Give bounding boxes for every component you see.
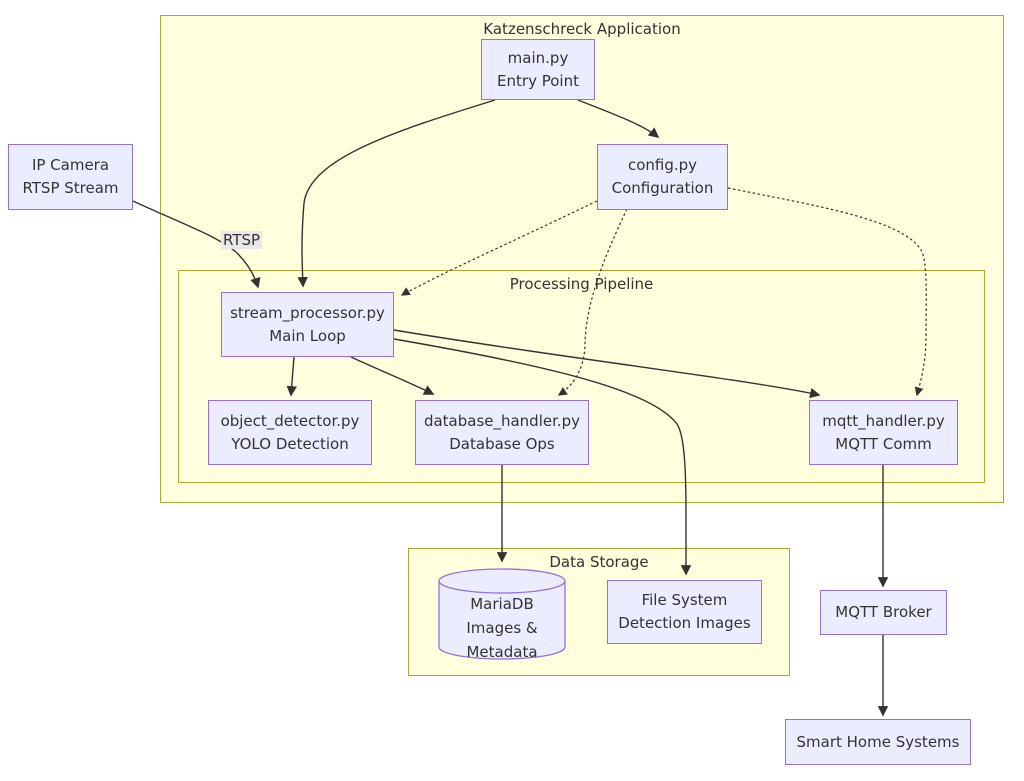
node-ip-camera-line1: IP Camera: [31, 156, 110, 174]
edge-stream-to-mqtthandler: [393, 329, 821, 399]
node-mqtt-handler-line2: MQTT Comm: [835, 434, 932, 453]
node-mqtt-broker-line1: MQTT Broker: [835, 603, 932, 621]
node-mariadb-label: MariaDB Images & Metadata: [438, 592, 566, 664]
edge-label-rtsp: RTSP: [221, 231, 263, 249]
edge-stream-to-filesystem: [393, 338, 692, 576]
node-mariadb: MariaDB Images & Metadata: [438, 568, 566, 661]
node-config: config.py Configuration: [597, 144, 728, 210]
edge-config-to-databasehandler-dotted: [557, 208, 628, 396]
edge-main-to-config: [577, 99, 660, 138]
node-config-line1: config.py: [627, 156, 698, 174]
node-main-line1: main.py: [507, 48, 569, 67]
edge-ipcamera-to-stream: [132, 200, 261, 289]
edge-config-to-stream-dotted: [400, 200, 598, 296]
node-smart-home: Smart Home Systems: [785, 719, 971, 765]
node-stream-processor-line2: Main Loop: [269, 326, 346, 345]
node-config-line2: Configuration: [611, 179, 714, 197]
node-database-handler: database_handler.py Database Ops: [415, 400, 589, 465]
node-object-detector-line2: YOLO Detection: [231, 434, 349, 453]
cluster-application-title: Katzenschreck Application: [483, 20, 681, 38]
node-object-detector: object_detector.py YOLO Detection: [208, 400, 372, 465]
node-file-system-line1: File System: [641, 591, 728, 609]
node-mqtt-handler: mqtt_handler.py MQTT Comm: [809, 400, 958, 465]
node-mariadb-line2: Images & Metadata: [466, 619, 538, 661]
node-main: main.py Entry Point: [481, 39, 595, 100]
node-ip-camera-line2: RTSP Stream: [22, 179, 119, 197]
node-smart-home-line1: Smart Home Systems: [796, 732, 960, 751]
cluster-pipeline-title: Processing Pipeline: [509, 275, 654, 293]
node-object-detector-line1: object_detector.py: [220, 411, 360, 430]
node-database-handler-line2: Database Ops: [449, 434, 555, 453]
node-mariadb-line1: MariaDB: [470, 595, 534, 613]
edge-main-to-stream: [297, 99, 496, 288]
node-stream-processor: stream_processor.py Main Loop: [221, 292, 394, 357]
node-stream-processor-line1: stream_processor.py: [230, 303, 385, 322]
node-database-handler-line1: database_handler.py: [423, 411, 581, 430]
node-file-system: File System Detection Images: [607, 580, 762, 644]
database-cylinder-icon: [438, 568, 566, 660]
cluster-storage-title: Data Storage: [549, 553, 649, 571]
edge-stream-to-databasehandler: [350, 356, 435, 395]
edge-stream-to-objectdetector: [286, 356, 297, 397]
node-main-line2: Entry Point: [497, 71, 579, 90]
node-ip-camera: IP Camera RTSP Stream: [8, 144, 133, 210]
node-mqtt-handler-line1: mqtt_handler.py: [822, 411, 945, 430]
edge-config-to-mqtthandler-dotted: [727, 187, 927, 397]
node-mqtt-broker: MQTT Broker: [820, 590, 947, 635]
node-file-system-line2: Detection Images: [618, 614, 751, 632]
